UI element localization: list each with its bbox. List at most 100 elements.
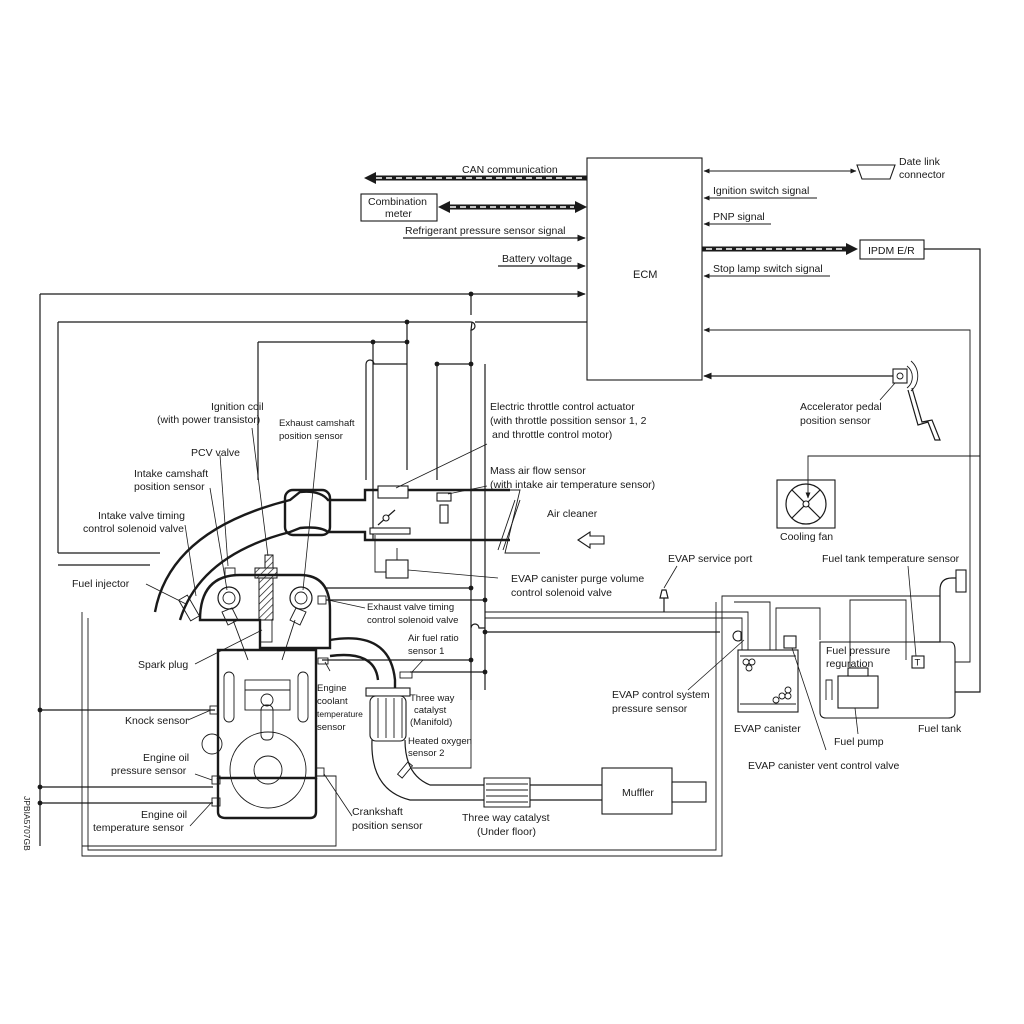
ignition-coil-label-line1: Ignition coil [211,401,264,413]
arrow-left-icon [364,172,376,184]
intake-vt-label-line2: control solenoid valve [83,523,184,535]
air-flow-arrow-icon [577,530,605,550]
ecm-label: ECM [633,269,657,281]
evap-purge-label-line2: control solenoid valve [511,587,612,599]
oil-temp-label-line1: Engine oil [141,809,187,821]
evap-purge-label-line1: EVAP canister purge volume [511,573,644,585]
accelerator-label-line2: position sensor [800,415,871,427]
evap-fuel-system: T [485,569,967,719]
fuel-pump-label: Fuel pump [834,736,884,748]
twc-manifold-label-line3: (Manifold) [410,717,452,728]
pnp-label: PNP signal [713,211,765,223]
refrigerant-pressure-signal: Refrigerant pressure sensor signal [403,225,586,242]
ignition-switch-label: Ignition switch signal [713,185,809,197]
fuel-injector-icon [178,594,200,622]
intake-camshaft-icon [217,586,241,610]
ho2s2-label-line1: Heated oxygen [408,736,472,747]
evap-service-port-icon [659,589,669,612]
throttle-actuator-icon [377,485,409,499]
evap-purge-valve-icon [385,559,409,579]
fuel-filler-icon [955,569,967,593]
spark-plug-label: Spark plug [138,659,188,671]
twc-underfloor-icon [483,777,531,808]
coolant-label-line3: temperature [317,709,363,719]
ignition-coil-label-line2: (with power transistor) [157,414,260,426]
twc-underfloor-label-line1: Three way catalyst [462,812,550,824]
evap-canister-icon [737,649,799,713]
twc-manifold-label-line2: catalyst [414,705,447,716]
arrow-right-icon [846,243,858,255]
data-link-connector: Date link connector [703,156,946,181]
arrow-right-icon [575,201,587,213]
fuel-tank-temp-sensor-icon [911,655,925,669]
exhaust-vt-valve-icon [317,595,327,605]
crankshaft-label-line2: position sensor [352,820,423,832]
coolant-label-line1: Engine [317,683,347,694]
intake-cam-label-line2: position sensor [134,481,205,493]
leader-lines [145,382,917,827]
pedal-icon [907,387,941,441]
evap-canister-label: EVAP canister [734,723,801,735]
accelerator-pedal [892,360,941,441]
combination-meter-label-line1: Combination [368,196,427,208]
data-link-label-line2: connector [899,169,946,181]
evap-pressure-label-line2: pressure sensor [612,703,688,715]
knock-sensor-label: Knock sensor [125,715,189,727]
exhaust-cam-label-line1: Exhaust camshaft [279,418,355,429]
muffler-label: Muffler [622,787,654,799]
can-communication-bus: CAN communication [364,164,587,184]
evap-service-port-label: EVAP service port [668,553,752,565]
oil-pressure-label-line2: pressure sensor [111,765,187,777]
accelerator-label-line1: Accelerator pedal [800,401,882,413]
pnp-signal: PNP signal [703,211,771,227]
data-link-connector-icon [856,164,896,180]
muffler-box [601,767,673,815]
engine-block [82,554,337,847]
etc-label-line1: Electric throttle control actuator [490,401,635,413]
evap-vent-valve-icon [783,635,797,649]
combination-meter-label-line2: meter [385,208,412,220]
twc-manifold-icon [369,695,407,742]
combination-meter-box [360,193,438,222]
refrigerant-pressure-label: Refrigerant pressure sensor signal [405,225,566,237]
fuel-tank-temp-label: Fuel tank temperature sensor [822,553,960,565]
maf-label-line1: Mass air flow sensor [490,465,586,477]
maf-sensor-icon [436,492,452,502]
pcv-valve-icon [224,567,236,577]
evap-vent-label: EVAP canister vent control valve [748,760,900,772]
exhaust-cam-label-line2: position sensor [279,431,343,442]
oil-pressure-label-line1: Engine oil [143,752,189,764]
arrow-left-icon [438,201,450,213]
data-link-label-line1: Date link [899,156,941,168]
twc-underfloor-label-line2: (Under floor) [477,826,536,838]
coolant-sensor-icon [317,657,329,665]
exhaust-camshaft-icon [289,586,313,610]
oil-temp-label-line2: temperature sensor [93,822,185,834]
ignition-coil-icon [254,567,278,579]
combination-meter: Combination meter [360,193,587,222]
ipdm-er-label: IPDM E/R [868,245,915,257]
crankshaft-icon [229,731,307,809]
fuel-injector-label: Fuel injector [72,578,130,590]
fuel-tank-label: Fuel tank [918,723,962,735]
engine-harness-wiring [37,290,941,857]
fuel-pump-icon [837,675,879,709]
ho2s2-icon [396,761,414,779]
exhaust-vt-label-line2: control solenoid valve [367,615,458,626]
cooling-fan [776,455,980,529]
intake-system [153,485,605,621]
exhaust-vt-label-line1: Exhaust valve timing [367,602,454,613]
surge-tank [283,488,332,537]
twc-manifold-label-line1: Three way [410,693,455,704]
stop-lamp-switch-label: Stop lamp switch signal [713,263,823,275]
fuel-pressure-label-line1: Fuel pressure [826,645,890,657]
ecm-box [586,157,703,381]
intake-cam-label-line1: Intake camshaft [134,468,208,480]
etc-label-line2: (with throttle possition sensor 1, 2 [490,415,647,427]
accelerator-sensor-icon [892,368,908,384]
fan-icon [785,483,827,525]
fuel-pressure-label-line2: reguration [826,658,873,670]
af-sensor-label-line1: Air fuel ratio [408,633,459,644]
piston-icon [244,679,291,711]
